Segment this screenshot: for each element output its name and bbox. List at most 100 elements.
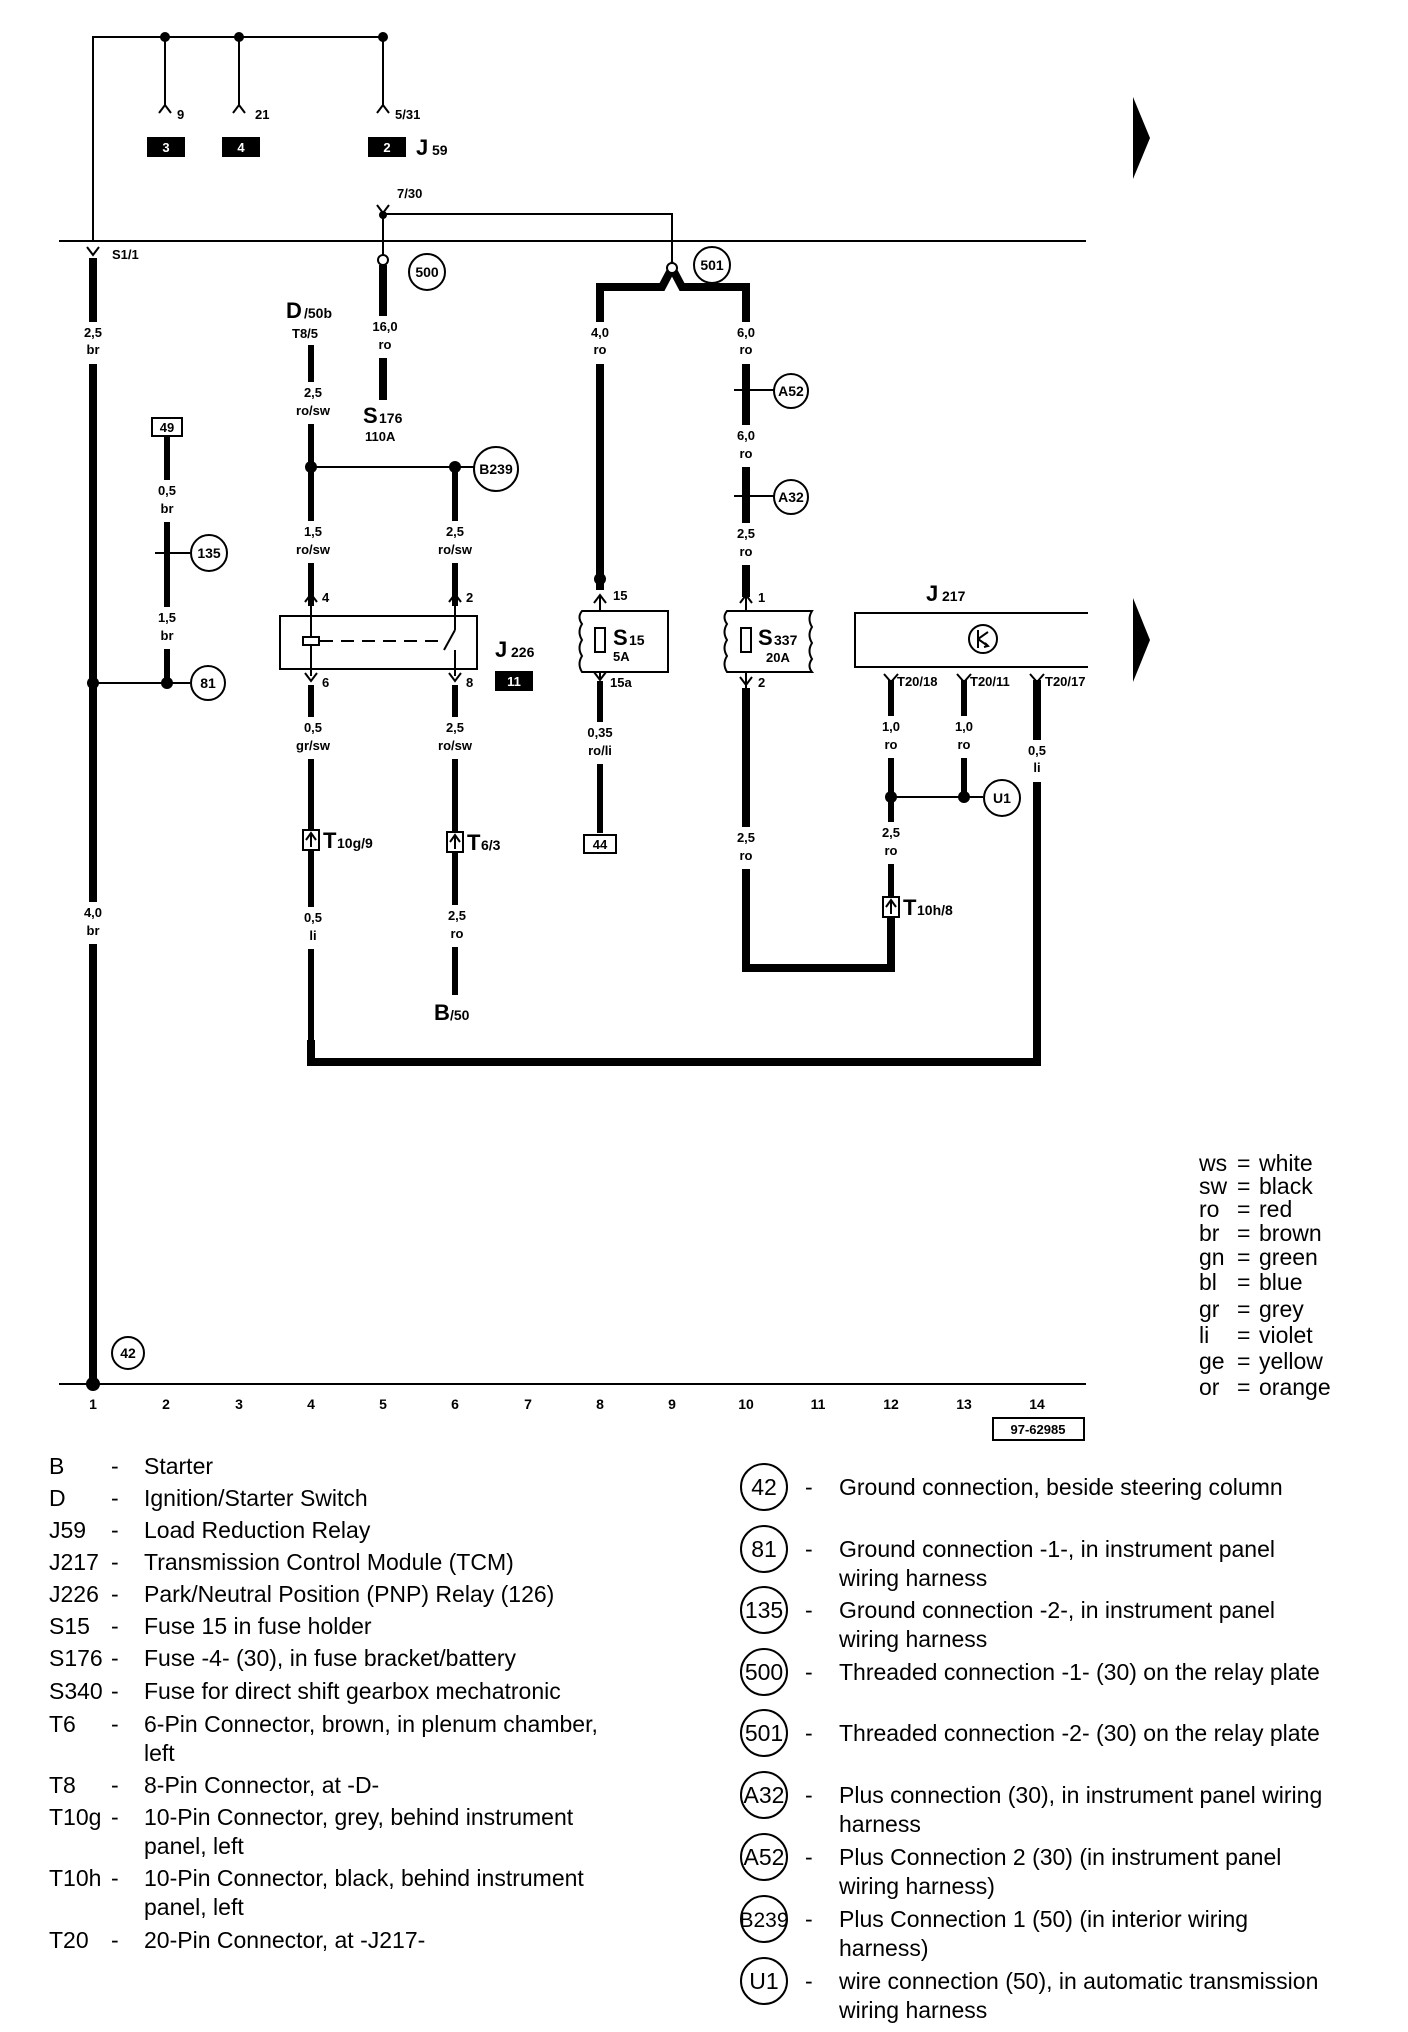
t20-17-label: T20/17 (1045, 674, 1085, 689)
component-desc-cont: left (144, 1740, 175, 1766)
column-number: 6 (451, 1396, 459, 1412)
wire-color-label: br (161, 628, 174, 643)
wire-size-label: 2,5 (882, 825, 900, 840)
connection-desc: Ground connection -1-, in instrument pan… (839, 1536, 1275, 1562)
component-code: J217 (49, 1549, 99, 1575)
starter-b-sub-label: /50 (450, 1007, 470, 1023)
connection-desc-cont: wiring harness) (838, 1873, 995, 1899)
column-number: 5 (379, 1396, 387, 1412)
junction-dot (594, 573, 606, 585)
column-number: 12 (883, 1396, 899, 1412)
position-box-2-label: 2 (383, 140, 390, 155)
t6-label: T (467, 830, 481, 855)
junction-dot (378, 32, 388, 42)
connection-code: 500 (745, 1659, 783, 1685)
component-sep: - (111, 1581, 119, 1607)
column-number: 14 (1029, 1396, 1045, 1412)
component-code: J59 (49, 1517, 86, 1543)
t10h-label: T (903, 895, 917, 920)
connection-sep: - (805, 1597, 813, 1623)
legend-name: yellow (1259, 1348, 1323, 1374)
continuation-arrow-icon (1133, 598, 1150, 682)
legend-code: br (1199, 1220, 1220, 1246)
s337-fuse-holder (723, 610, 815, 673)
wire-color-label: br (87, 342, 100, 357)
t20-18-label: T20/18 (897, 674, 937, 689)
d-switch-label: D (286, 298, 302, 323)
t6-sub-label: 6/3 (481, 837, 501, 853)
connection-code: 81 (751, 1536, 777, 1562)
component-sep: - (111, 1453, 119, 1479)
component-desc: 8-Pin Connector, at -D- (144, 1772, 379, 1798)
wire-color-label: br (161, 501, 174, 516)
pin-caret-icon (232, 103, 246, 114)
transistor-symbol (977, 630, 990, 648)
ref-box-44 (583, 834, 617, 854)
component-code: S340 (49, 1678, 103, 1704)
wire-size-label: 0,5 (1028, 743, 1046, 758)
j226-pin4-label: 4 (322, 590, 330, 605)
connection-list-circle (740, 1648, 788, 1696)
column-number: 3 (235, 1396, 243, 1412)
legend-code: gr (1199, 1296, 1220, 1322)
legend-code: ge (1199, 1348, 1225, 1374)
j217-label: J (926, 581, 938, 606)
wire-size-label: 0,5 (158, 483, 176, 498)
component-desc: 20-Pin Connector, at -J217- (144, 1927, 425, 1953)
s337-pin2-label: 2 (758, 675, 765, 690)
connection-sep: - (805, 1720, 813, 1746)
connection-list-circle (740, 1463, 788, 1511)
threaded-501-label: 501 (700, 257, 724, 273)
wire-connection-u1-label: U1 (993, 790, 1011, 806)
wire-color-label: ro (594, 342, 607, 357)
s15-amp-label: 5A (613, 649, 630, 664)
column-number: 7 (524, 1396, 532, 1412)
wire-size-label: 1,0 (955, 719, 973, 734)
legend-code: or (1199, 1374, 1220, 1400)
connection-desc: Threaded connection -2- (30) on the rela… (839, 1720, 1320, 1746)
column-number: 9 (668, 1396, 676, 1412)
legend-equals: = (1237, 1244, 1250, 1270)
wire-color-label: ro (958, 737, 971, 752)
column10-lower-wire (742, 688, 895, 972)
junction-dot (160, 32, 170, 42)
wire-size-label: 1,5 (304, 524, 322, 539)
t10g-label: T (323, 828, 337, 853)
ref-box-49-label: 49 (160, 420, 174, 435)
j226-sub-label: 226 (511, 644, 535, 660)
plus-b239-label: B239 (479, 461, 513, 477)
component-desc-cont: panel, left (144, 1833, 244, 1859)
t10g-sub-label: 10g/9 (337, 835, 373, 851)
connection-sep: - (805, 1844, 813, 1870)
column-number: 10 (738, 1396, 754, 1412)
pin-9-label: 9 (177, 107, 184, 122)
connection-sep: - (805, 1474, 813, 1500)
wire-size-label: 4,0 (591, 325, 609, 340)
connection-code: 135 (745, 1597, 783, 1623)
legend-code: ro (1199, 1196, 1219, 1222)
component-desc: Starter (144, 1453, 213, 1479)
j59-sub-label: 59 (432, 142, 448, 158)
legend-equals: = (1237, 1150, 1250, 1176)
connection-code: A52 (744, 1844, 785, 1870)
connection-desc: wire connection (50), in automatic trans… (838, 1968, 1318, 1994)
connection-desc-cont: harness (839, 1811, 921, 1837)
terminal-501-icon (666, 262, 678, 274)
s176-sub-label: 176 (379, 410, 403, 426)
component-list: B - Starter D - Ignition/Starter Switch … (49, 1453, 598, 1953)
d-switch-sub-label: /50b (304, 305, 332, 321)
wire-color-label: ro (885, 843, 898, 858)
s15-sub-label: 15 (629, 632, 645, 648)
wire-color-label: ro/sw (438, 542, 473, 557)
component-sep: - (111, 1865, 119, 1891)
connection-list-circle (740, 1957, 788, 2005)
s176-label: S (363, 403, 378, 428)
component-sep: - (111, 1711, 119, 1737)
legend-equals: = (1237, 1374, 1250, 1400)
legend-name: green (1259, 1244, 1318, 1270)
connection-desc-cont: wiring harness (838, 1565, 987, 1591)
legend-code: bl (1199, 1269, 1217, 1295)
s337-label: S (758, 625, 773, 650)
connection-list: 42 - Ground connection, beside steering … (739, 1463, 1322, 2023)
